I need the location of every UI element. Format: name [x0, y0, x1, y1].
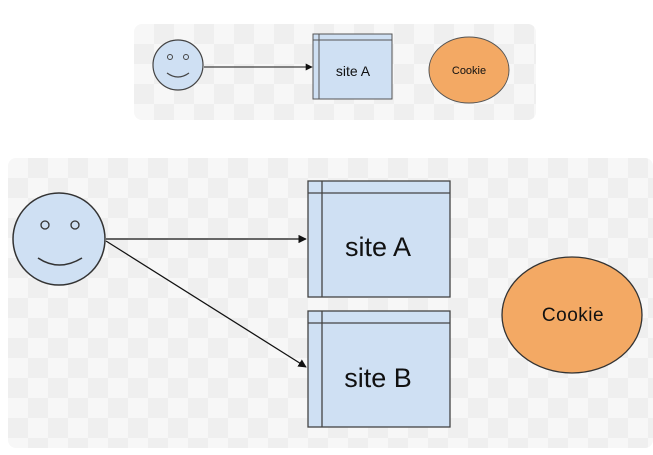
site-a-window: site A	[312, 33, 393, 100]
bottom-diagram: site A site B Cookie	[12, 180, 643, 428]
site-a-label: site A	[345, 232, 411, 262]
cookie-icon: Cookie	[428, 36, 510, 104]
cookie-label: Cookie	[542, 305, 604, 326]
site-b-window: site B	[307, 310, 451, 428]
user-face-icon	[12, 192, 106, 286]
user-face-icon	[152, 39, 204, 91]
cookie-label: Cookie	[452, 65, 486, 77]
site-b-label: site B	[344, 363, 412, 393]
top-diagram: site A Cookie	[152, 33, 510, 104]
site-a-window: site A	[307, 180, 451, 298]
request-arrow-site-b	[105, 240, 307, 368]
cookie-icon: Cookie	[501, 256, 643, 374]
site-a-label: site A	[336, 63, 371, 79]
